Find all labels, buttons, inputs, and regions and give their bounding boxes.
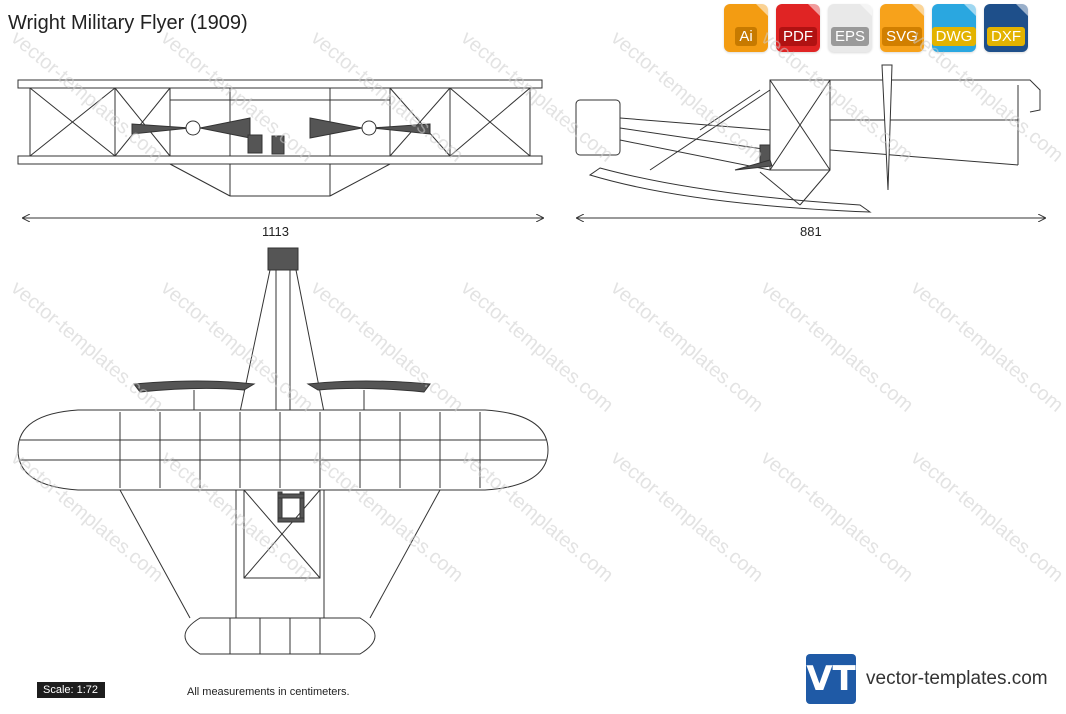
watermark-text: vector-templates.com [457,277,618,417]
format-buttons: Ai PDF EPS SVG DWG DXF [724,4,1028,52]
dwg-format-icon[interactable]: DWG [931,4,977,52]
watermark-text: vector-templates.com [607,277,768,417]
page-title: Wright Military Flyer (1909) [8,12,248,34]
dxf-format-label: DXF [987,27,1025,46]
ai-format-label: Ai [735,27,757,46]
side-length-value: 881 [800,224,822,239]
pdf-format-icon[interactable]: PDF [776,4,820,52]
eps-format-icon[interactable]: EPS [828,4,872,52]
watermark-text: vector-templates.com [157,277,318,417]
measurement-note: All measurements in centimeters. [187,686,350,698]
watermark-text: vector-templates.com [307,27,468,167]
top-view [17,247,549,655]
dxf-format-icon[interactable]: DXF [984,4,1028,52]
watermark-text: vector-templates.com [7,277,168,417]
watermark-text: vector-templates.com [157,27,318,167]
pdf-format-label: PDF [779,27,817,46]
vt-logo-icon: VT [806,654,856,704]
front-view [17,79,543,197]
svg-format-label: SVG [882,27,922,46]
watermark-text: vector-templates.com [757,277,918,417]
watermark-text: vector-templates.com [457,27,618,167]
watermark-text: vector-templates.com [607,447,768,587]
brand-name: vector-templates.com [866,668,1048,689]
watermark-text: vector-templates.com [907,277,1066,417]
scale-label: Scale: 1:72 [37,682,105,698]
watermark-text: vector-templates.com [907,27,1066,167]
watermark-text: vector-templates.com [907,447,1066,587]
watermark-text: vector-templates.com [757,447,918,587]
eps-format-label: EPS [830,27,869,46]
svg-format-icon[interactable]: SVG [880,4,924,52]
side-view [575,64,1041,213]
brand[interactable]: VT vector-templates.com [806,654,1048,704]
watermark-text: vector-templates.com [307,277,468,417]
front-width-value: 1113 [262,224,289,239]
dwg-format-label: DWG [931,27,977,46]
watermark-layer: vector-templates.com vector-templates.co… [7,27,1066,587]
watermark-text: vector-templates.com [7,27,168,167]
ai-format-icon[interactable]: Ai [724,4,768,52]
